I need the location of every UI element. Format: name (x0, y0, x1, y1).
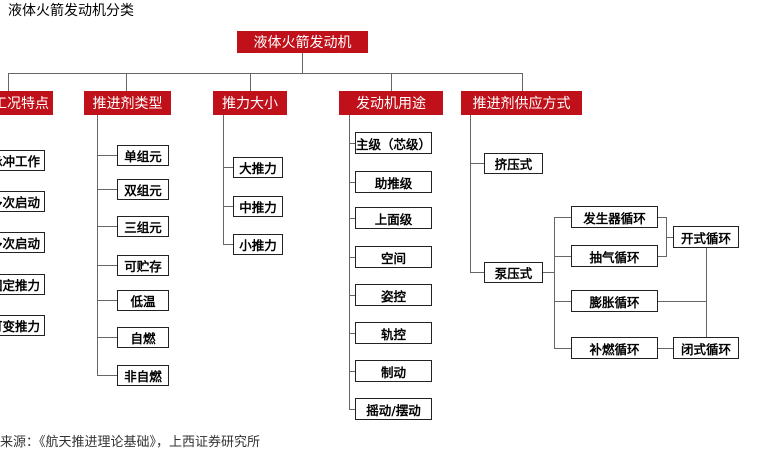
connector (8, 73, 522, 74)
connector (666, 237, 673, 238)
connector (97, 300, 117, 301)
use-item: 轨控 (355, 322, 432, 344)
connector (554, 217, 571, 218)
thrust-item: 大推力 (233, 157, 283, 178)
diagram-title: 液体火箭发动机分类 (8, 3, 134, 19)
connector (97, 337, 117, 338)
use-item: 姿控 (355, 284, 432, 306)
connector (391, 73, 392, 91)
connector (250, 73, 251, 91)
thrust-item: 中推力 (233, 196, 283, 217)
connector (658, 301, 706, 302)
connector (470, 115, 471, 272)
open-cycle-node: 开式循环 (673, 226, 739, 248)
connector (470, 163, 484, 164)
propellant-item: 低温 (117, 290, 169, 311)
connector (223, 115, 224, 244)
connector (223, 167, 233, 168)
connector (97, 189, 117, 190)
use-item: 摇动/摆动 (355, 398, 432, 420)
connector (543, 272, 554, 273)
connector (8, 73, 9, 91)
use-item: 空间 (355, 246, 432, 268)
pump-feed-node: 泵压式 (484, 262, 543, 283)
category-propellant-type: 推进剂类型 (84, 91, 171, 115)
connector (349, 371, 355, 372)
propellant-item: 非自燃 (117, 365, 169, 386)
connector (658, 348, 673, 349)
connector (706, 248, 707, 337)
operating-item: 固定推力 (0, 274, 45, 295)
root-node: 液体火箭发动机 (237, 31, 368, 53)
operating-item: 多次启动 (0, 232, 45, 253)
connector (554, 217, 555, 348)
connector (97, 226, 117, 227)
connector (223, 206, 233, 207)
connector (554, 348, 571, 349)
connector (349, 182, 355, 183)
operating-item: 多次启动 (0, 191, 45, 212)
connector (349, 143, 355, 144)
connector (349, 218, 355, 219)
propellant-item: 单组元 (117, 145, 169, 166)
connector (470, 272, 484, 273)
propellant-item: 自燃 (117, 327, 169, 348)
cycle-node-generator: 发生器循环 (571, 206, 658, 228)
category-feed-method: 推进剂供应方式 (461, 91, 582, 115)
connector (349, 257, 355, 258)
cycle-node-bleed: 抽气循环 (571, 245, 658, 267)
cycle-node-expander: 膨胀循环 (571, 290, 658, 312)
connector (658, 256, 666, 257)
connector (302, 53, 303, 73)
connector (223, 244, 233, 245)
use-item: 主级（芯级） (355, 132, 432, 154)
operating-item: 可变推力 (0, 315, 45, 336)
connector (349, 333, 355, 334)
propellant-item: 三组元 (117, 216, 169, 237)
source-caption: 来源：《航天推进理论基础》，上西证券研究所 (0, 435, 261, 450)
connector (97, 115, 98, 375)
connector (349, 115, 350, 409)
cycle-node-staged-combustion: 补燃循环 (571, 337, 658, 359)
operating-item: 脉冲工作 (0, 150, 45, 171)
connector (554, 256, 571, 257)
connector (97, 265, 117, 266)
category-operating-features: 工况特点 (0, 91, 53, 115)
connector (97, 155, 117, 156)
category-engine-use: 发动机用途 (339, 91, 443, 115)
use-item: 制动 (355, 360, 432, 382)
propellant-item: 可贮存 (117, 255, 169, 276)
connector (522, 73, 523, 91)
connector (349, 409, 355, 410)
use-item: 助推级 (355, 171, 432, 193)
squeeze-feed-node: 挤压式 (484, 153, 543, 174)
connector (126, 73, 127, 91)
category-thrust-size: 推力大小 (213, 91, 287, 115)
thrust-item: 小推力 (233, 234, 283, 255)
closed-cycle-node: 闭式循环 (673, 337, 739, 359)
connector (349, 295, 355, 296)
connector (97, 375, 117, 376)
propellant-item: 双组元 (117, 179, 169, 200)
use-item: 上面级 (355, 207, 432, 229)
connector (658, 217, 666, 218)
connector (554, 301, 571, 302)
